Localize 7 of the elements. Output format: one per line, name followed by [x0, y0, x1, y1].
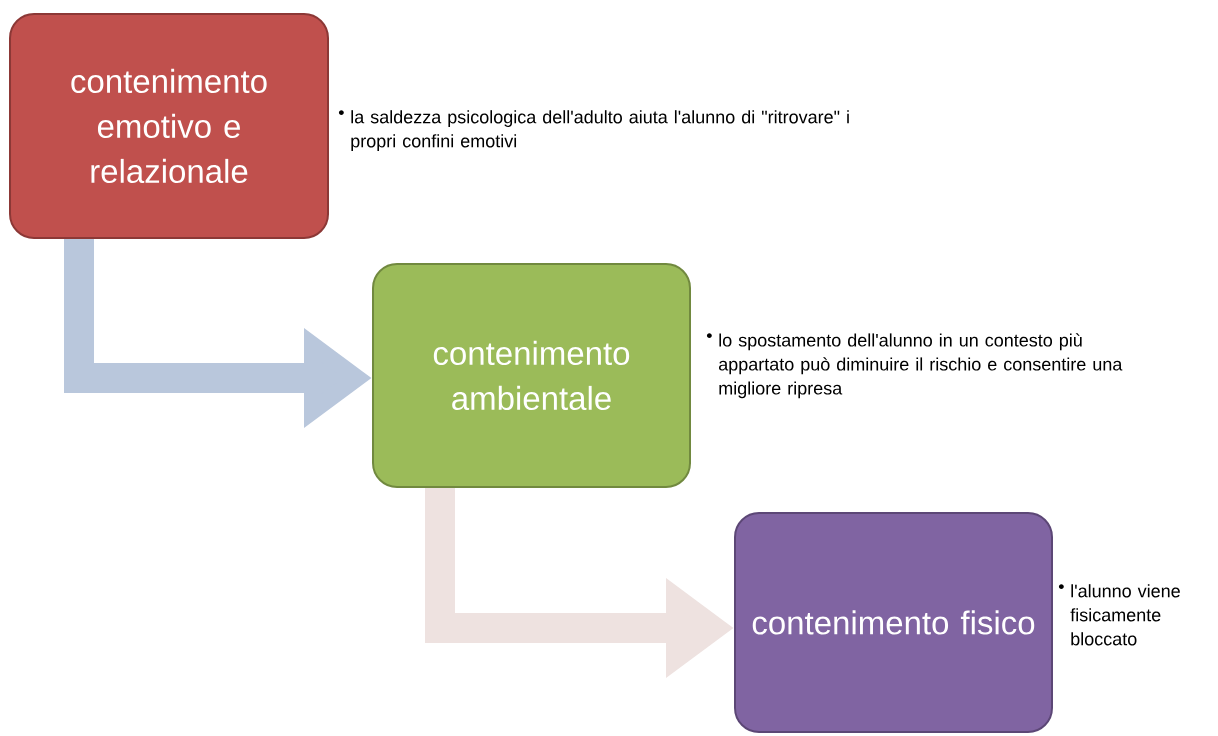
bullet-mark: • [706, 333, 712, 339]
process-box: contenimento ambientale [372, 263, 691, 488]
bullet-text: lo spostamento dell'alunno in un contesto più appartato può diminuire il rischio e consentire una migliore ripresa [719, 333, 1123, 399]
bullet-text: la saldezza psicologica dell'adulto aiuta l'alunno di "ritrovare" i propri confini emotivi [351, 110, 849, 151]
process-box: contenimento fisico [734, 512, 1053, 733]
process-box: contenimento emotivo e relazionale [9, 13, 329, 239]
bullet-text: l'alunno viene fisicamente bloccato [1070, 584, 1180, 646]
